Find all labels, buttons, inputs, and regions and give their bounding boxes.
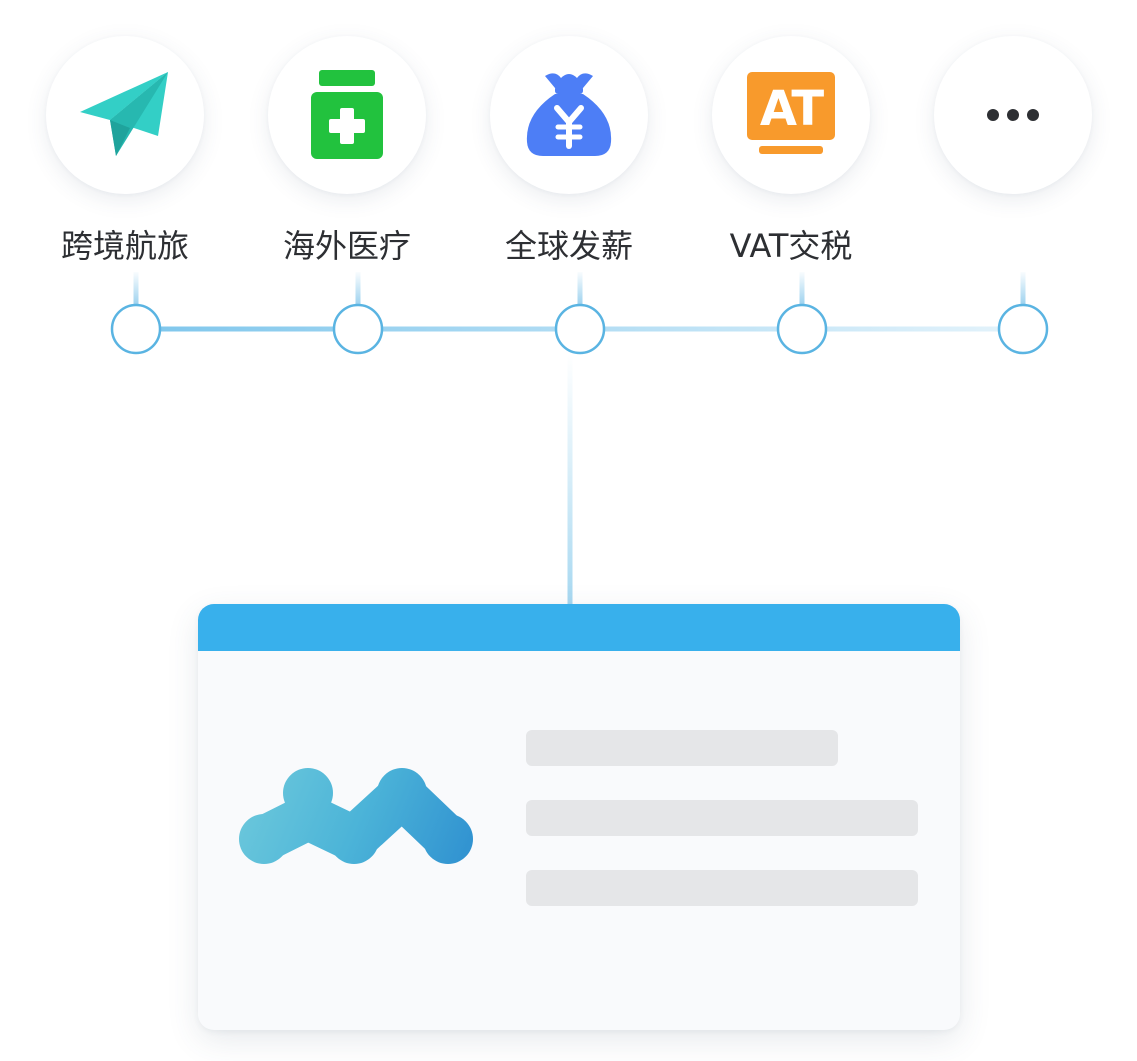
service-global-payroll[interactable]: 全球发薪 [490,36,648,276]
service-label: VAT交税 [729,227,853,265]
timeline-node [332,303,384,355]
paper-plane-icon [80,72,168,156]
more-dots-icon [987,109,1039,121]
timeline-node [554,303,606,355]
placeholder-line [526,800,918,836]
vat-icon-text: AT [760,81,824,137]
vertical-connector [567,354,573,606]
service-vat-tax[interactable]: AT VAT交税 [712,36,870,276]
service-more[interactable] [934,36,1092,276]
timeline-node [110,303,162,355]
service-label: 海外医疗 [282,227,411,265]
card-header-bar [198,604,960,651]
brand-logo [239,768,473,864]
connector-tick [577,272,583,304]
money-bag-yuan-icon [526,73,612,156]
vat-monitor-icon: AT [747,72,835,154]
placeholder-line [526,870,918,906]
connector-tick [133,272,139,304]
medicine-bottle-icon [311,70,383,159]
timeline-node [776,303,828,355]
service-label: 全球发薪 [504,227,633,265]
placeholder-line [526,730,838,766]
more-button[interactable] [934,36,1092,194]
service-label: 跨境航旅 [60,227,189,265]
service-icon-button[interactable] [268,36,426,194]
service-overseas-medical[interactable]: 海外医疗 [268,36,426,276]
service-icon-button[interactable] [490,36,648,194]
connector-tick [355,272,361,304]
service-icon-button[interactable]: AT [712,36,870,194]
service-icon-button[interactable] [46,36,204,194]
service-cross-border-travel[interactable]: 跨境航旅 [46,36,204,276]
timeline-node [997,303,1049,355]
connector-tick [1020,272,1026,304]
platform-card [198,604,960,1030]
connector-tick [799,272,805,304]
